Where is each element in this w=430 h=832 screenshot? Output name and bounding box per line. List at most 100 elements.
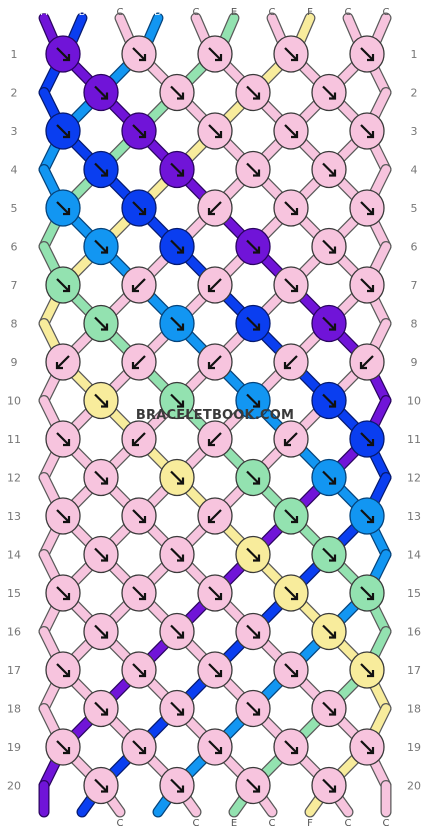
row-number-right: 5 [411, 202, 418, 215]
arrow-down-right-icon [284, 201, 299, 216]
arrow-down-right-icon [322, 85, 337, 100]
row-number-left: 16 [7, 626, 21, 639]
string-label-top: B [79, 7, 86, 18]
arrow-down-left-icon [359, 355, 374, 370]
arrow-down-right-icon [94, 470, 109, 485]
row-number-left: 14 [7, 549, 21, 562]
row-number-left: 6 [11, 241, 18, 254]
string-label-bottom: E [231, 818, 237, 829]
arrow-down-left-icon [207, 278, 222, 293]
arrow-down-right-icon [56, 201, 71, 216]
thread-start [267, 13, 286, 45]
arrow-down-right-icon [132, 201, 147, 216]
arrow-down-right-icon [56, 586, 71, 601]
arrow-down-right-icon [94, 85, 109, 100]
string-label-top: C [193, 7, 200, 18]
arrow-down-left-icon [207, 355, 222, 370]
string-label-bottom: C [383, 818, 390, 829]
string-label-bottom: B [79, 818, 86, 829]
arrow-down-right-icon [322, 470, 337, 485]
knot-grid [45, 35, 385, 805]
string-label-top: F [307, 7, 313, 18]
string-label-top: D [154, 7, 162, 18]
arrow-down-right-icon [360, 586, 375, 601]
row-number-left: 1 [11, 48, 18, 61]
arrow-down-right-icon [246, 624, 261, 639]
arrow-down-right-icon [208, 586, 223, 601]
arrow-down-right-icon [56, 432, 71, 447]
arrow-down-right-icon [208, 740, 223, 755]
arrow-down-right-icon [132, 740, 147, 755]
thread-start [191, 13, 210, 45]
arrow-down-right-icon [284, 509, 299, 524]
row-number-left: 17 [7, 664, 21, 677]
arrow-down-right-icon [56, 663, 71, 678]
arrow-down-left-icon [207, 509, 222, 524]
arrow-down-right-icon [170, 547, 185, 562]
row-number-left: 5 [11, 202, 18, 215]
thread-start [220, 13, 239, 45]
arrow-down-right-icon [360, 201, 375, 216]
arrow-down-right-icon [56, 278, 71, 293]
row-number-left: 13 [7, 510, 21, 523]
arrow-down-right-icon [94, 778, 109, 793]
arrow-down-right-icon [360, 47, 375, 62]
row-number-right: 14 [407, 549, 421, 562]
arrow-down-right-icon [322, 547, 337, 562]
arrow-down-right-icon [246, 393, 261, 408]
arrow-down-right-icon [284, 47, 299, 62]
arrow-down-left-icon [207, 432, 222, 447]
arrow-down-right-icon [208, 47, 223, 62]
arrow-down-right-icon [170, 239, 185, 254]
arrow-down-right-icon [94, 239, 109, 254]
row-number-left: 20 [7, 780, 21, 793]
row-number-right: 20 [407, 780, 421, 793]
string-label-bottom: C [345, 818, 352, 829]
row-number-left: 9 [11, 356, 18, 369]
arrow-down-right-icon [208, 124, 223, 139]
arrow-down-right-icon [56, 47, 71, 62]
row-number-right: 7 [411, 279, 418, 292]
row-number-right: 17 [407, 664, 421, 677]
string-label-bottom: D [154, 818, 162, 829]
row-number-left: 19 [7, 741, 21, 754]
row-number-left: 12 [7, 472, 21, 485]
arrow-down-right-icon [284, 663, 299, 678]
row-number-right: 18 [407, 703, 421, 716]
arrow-down-right-icon [246, 470, 261, 485]
thread-start [296, 13, 315, 45]
arrow-down-right-icon [132, 586, 147, 601]
arrow-down-right-icon [246, 162, 261, 177]
arrow-down-left-icon [283, 355, 298, 370]
row-number-right: 11 [407, 433, 421, 446]
arrow-down-left-icon [131, 278, 146, 293]
row-number-right: 9 [411, 356, 418, 369]
arrow-down-right-icon [94, 547, 109, 562]
row-number-right: 16 [407, 626, 421, 639]
arrow-down-right-icon [284, 278, 299, 293]
arrow-down-right-icon [246, 239, 261, 254]
arrow-down-right-icon [132, 124, 147, 139]
row-number-right: 1 [411, 48, 418, 61]
arrow-down-right-icon [284, 740, 299, 755]
arrow-down-right-icon [94, 393, 109, 408]
arrow-down-right-icon [246, 778, 261, 793]
arrow-down-right-icon [208, 663, 223, 678]
arrow-down-right-icon [94, 162, 109, 177]
thread-start [39, 13, 58, 45]
thread-start [343, 13, 362, 45]
arrow-down-right-icon [322, 701, 337, 716]
arrow-down-right-icon [94, 701, 109, 716]
arrow-down-right-icon [246, 547, 261, 562]
arrow-down-right-icon [360, 509, 375, 524]
arrow-down-left-icon [55, 355, 70, 370]
arrow-down-right-icon [322, 778, 337, 793]
arrow-down-right-icon [360, 278, 375, 293]
arrow-down-right-icon [360, 663, 375, 678]
arrow-down-right-icon [56, 740, 71, 755]
row-number-left: 4 [11, 164, 18, 177]
arrow-down-right-icon [246, 701, 261, 716]
